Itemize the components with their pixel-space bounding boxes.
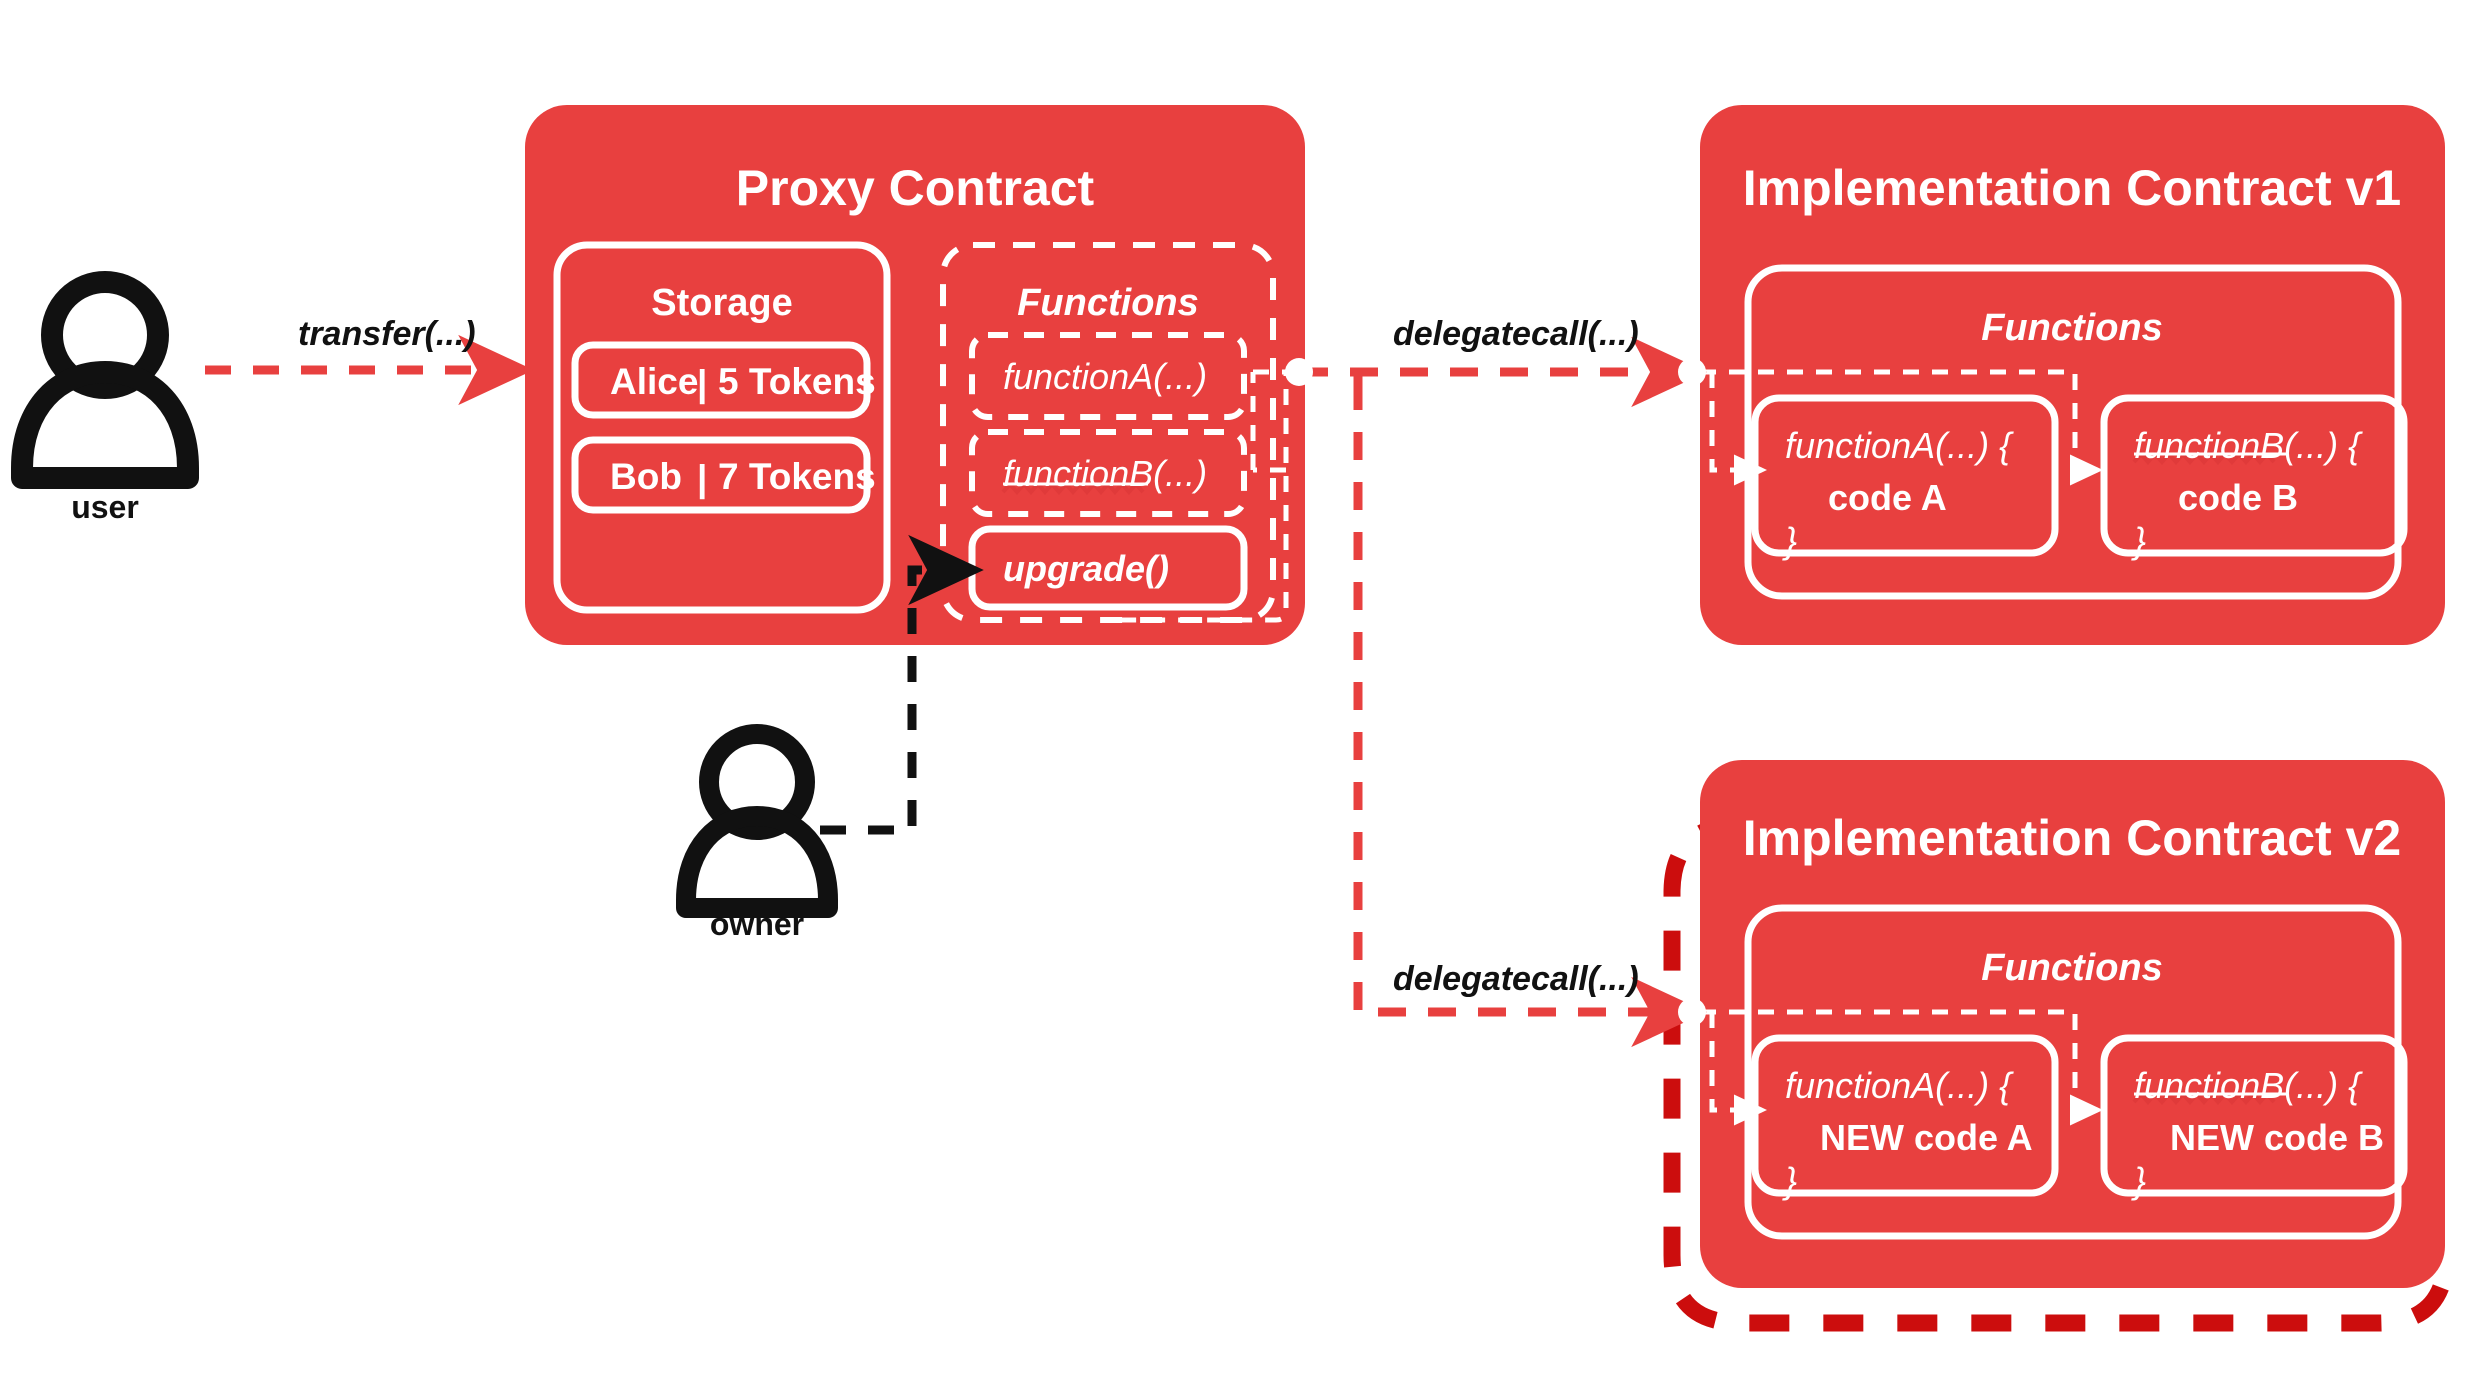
storage-row-value: 7 Tokens [718,456,876,497]
edge-label-delegatecall-v2: delegatecall(...) [1393,960,1639,998]
v1-internal-routing [1700,369,2078,473]
proxy-functionB-box [969,429,1247,517]
implementation-v2-title: Implementation Contract v2 [1743,810,2401,866]
proxy-title: Proxy Contract [736,160,1095,216]
edge-delegatecall-branch [1300,367,1363,390]
v1-functionA-signature: functionA(...) { [1785,425,2014,466]
v1-functionB-box [2100,394,2408,557]
proxy-exit-dot [1285,358,1313,386]
proxy-storage-title: Storage [651,282,792,324]
storage-row-value: 5 Tokens [718,361,876,402]
edge-label-delegatecall-v1: delegatecall(...) [1393,315,1639,353]
proxy-storage-container [553,241,891,614]
storage-row-name: Bob [610,456,682,497]
storage-row-box [571,436,871,514]
v2-functionB-box [2100,1034,2408,1197]
proxy-functions-title: Functions [1017,282,1199,324]
actor-label-user: user [71,489,139,525]
implementation-v2-box [1700,760,2445,1288]
proxy-functionA-box [969,332,1247,420]
v2-functions-container [1744,904,2402,1240]
proxy-functionA-label[interactable]: functionA(...) [1003,356,1207,397]
actor-label-owner: owner [710,906,804,942]
proxy-upgrade-label[interactable]: upgrade() [1003,548,1169,589]
spellcheck-squiggle-icon [1001,480,1145,496]
storage-row-name: Alice [610,361,698,402]
v1-functionB-signature: functionB(...) { [2134,425,2363,466]
actor-owner [676,724,838,918]
v1-functions-container [1744,264,2402,600]
proxy-functionB-label[interactable]: functionB(...) [1003,453,1207,494]
functionB-underline [1003,452,2288,1096]
v1-functions-title: Functions [1981,307,2163,349]
v2-functionA-body: NEW code A [1820,1117,2033,1158]
v1-functionB-body: code B [2178,477,2298,518]
v1-functionB-close: } [2131,520,2146,561]
v1-functionA-close: } [1782,520,1797,561]
storage-row-separator: | [697,458,707,500]
v2-entry-dot [1678,998,1706,1026]
v2-functionB-signature: functionB(...) { [2134,1065,2363,1106]
v2-functionA-close: } [1782,1160,1797,1201]
implementation-v1-box [1700,105,2445,645]
v2-functionB-body: NEW code B [2170,1117,2384,1158]
v2-internal-routing [1700,1009,2078,1113]
implementation-v2-highlight-outline [1663,816,2455,1332]
storage-row-separator: | [697,363,707,405]
spellcheck-squiggle-icon [2132,1090,2276,1106]
edge-label-transfer: transfer(...) [298,315,476,353]
actor-user [11,271,199,489]
storage-row-box [571,341,871,419]
v1-functionA-body: code A [1828,477,1947,518]
v2-functions-title: Functions [1981,947,2163,989]
v1-entry-dot [1678,358,1706,386]
edge-delegatecall-v2 [1353,382,1707,1048]
spellcheck-squiggle-icon [2132,450,2276,466]
implementation-v1-title: Implementation Contract v1 [1743,160,2401,216]
proxy-contract-box [525,105,1305,645]
v2-functionB-close: } [2131,1160,2146,1201]
v2-functionA-signature: functionA(...) { [1785,1065,2014,1106]
